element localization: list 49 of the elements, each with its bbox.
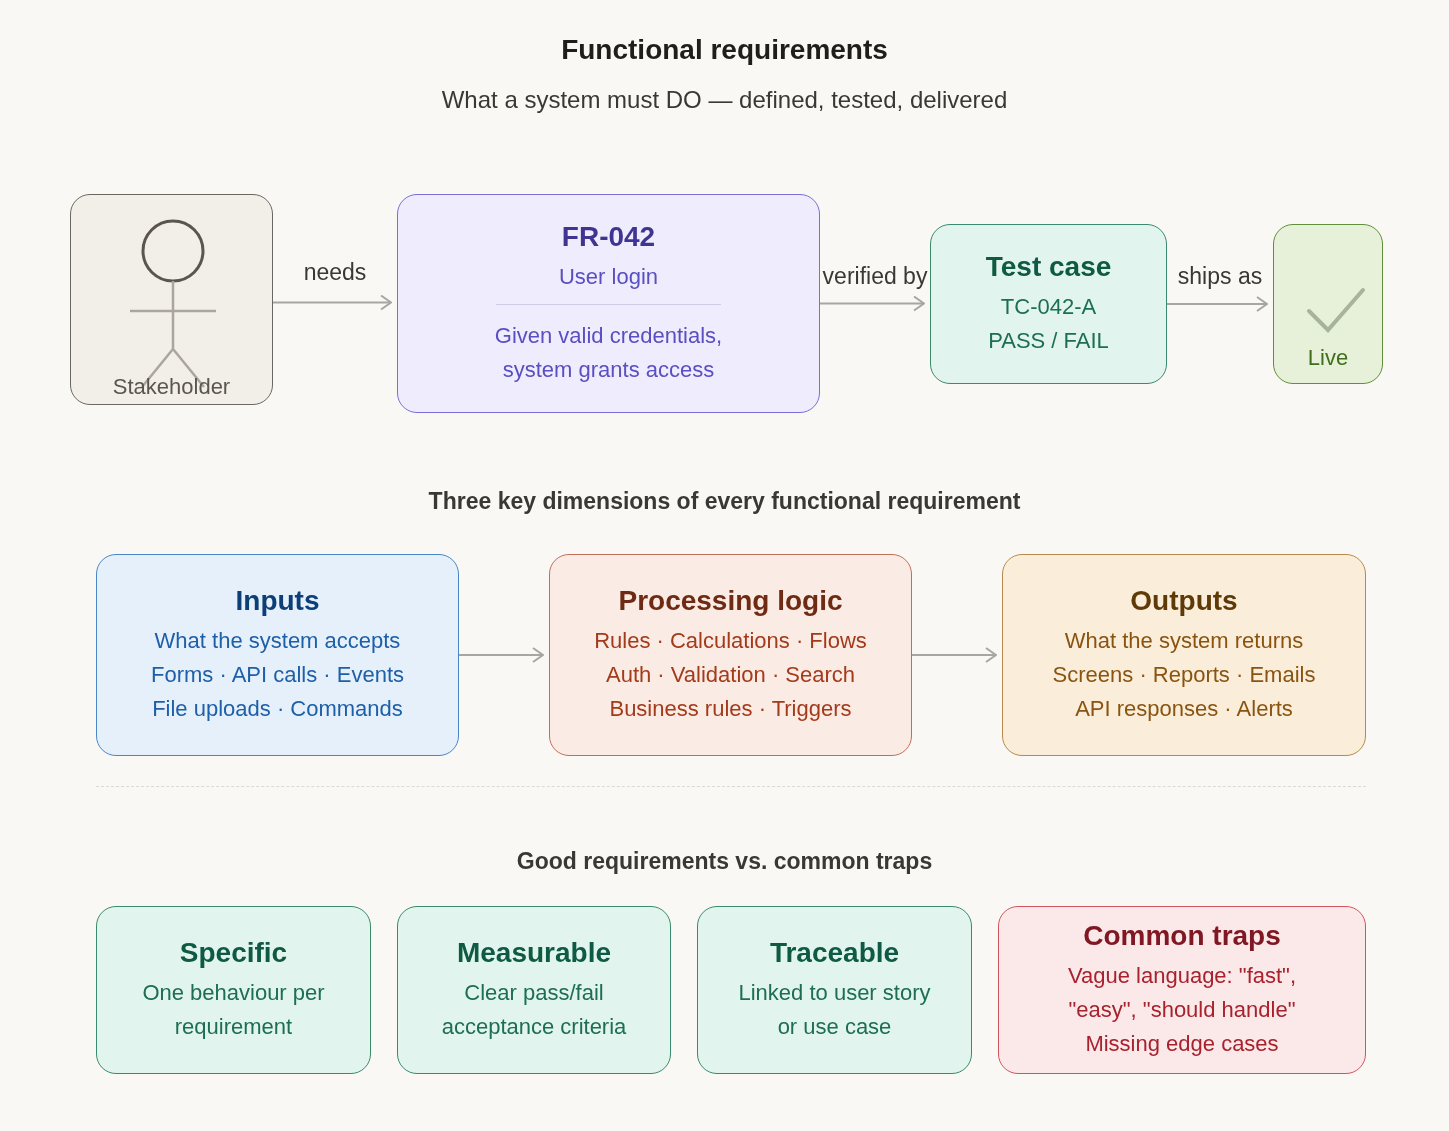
card-title: Test case [985,250,1112,284]
card-text: One behaviour per requirement [141,979,326,1041]
info-card [697,906,972,1074]
card-text: PASS / FAIL [988,327,1109,355]
info-card [930,224,1167,384]
card-title: Traceable [769,936,900,970]
status-card [1273,224,1383,384]
section-heading: Three key dimensions of every functional requirement [428,488,1021,514]
card-title: Specific [179,936,288,970]
card-title: Common traps [1083,919,1281,953]
actor-box [70,194,273,405]
card-text: File uploads · Commands [152,695,403,723]
card-text: Auth · Validation · Search [605,661,856,689]
card-text: Business rules · Triggers [609,695,852,723]
arrow [458,647,544,663]
section-heading: Good requirements vs. common traps [516,848,933,874]
card-text: Live [1307,344,1349,372]
card-title: Measurable [456,936,612,970]
info-card [96,554,459,756]
card-text: Linked to user story or use case [738,979,931,1041]
card-text: Missing edge cases [1085,1030,1279,1058]
arrow [272,294,392,311]
card-title: Outputs [1130,584,1238,618]
card-text: Forms · API calls · Events [150,661,405,689]
card-title: Inputs [235,584,320,618]
card-text: TC-042-A [1000,293,1097,321]
warning-card [998,906,1366,1074]
info-card [549,554,912,756]
arrow [1166,296,1268,312]
card-text: Vague language: "fast", "easy", "should handle" [1066,962,1297,1024]
card-text: Given valid credentials, system grants access [493,322,724,384]
card-text: Clear pass/fail acceptance criteria [440,979,628,1041]
card-text: Rules · Calculations · Flows [594,627,867,655]
card-text: What the system returns [1064,627,1304,655]
arrow [911,647,997,663]
card-text: Screens · Reports · Emails [1052,661,1316,689]
card-text: What the system accepts [154,627,401,655]
requirement-card [397,194,820,413]
card-title: FR-042 [561,220,656,254]
card-text: API responses · Alerts [1075,695,1293,723]
card-title: Processing logic [618,584,843,618]
info-card [1002,554,1366,756]
card-text: User login [558,263,658,291]
info-card [397,906,671,1074]
subtitle: What a system must DO — defined, tested, delivered [441,86,1008,113]
diagram-title: Functional requirements [560,34,889,66]
arrow [819,295,925,312]
actor-label: Stakeholder [112,373,231,401]
info-card [96,906,371,1074]
